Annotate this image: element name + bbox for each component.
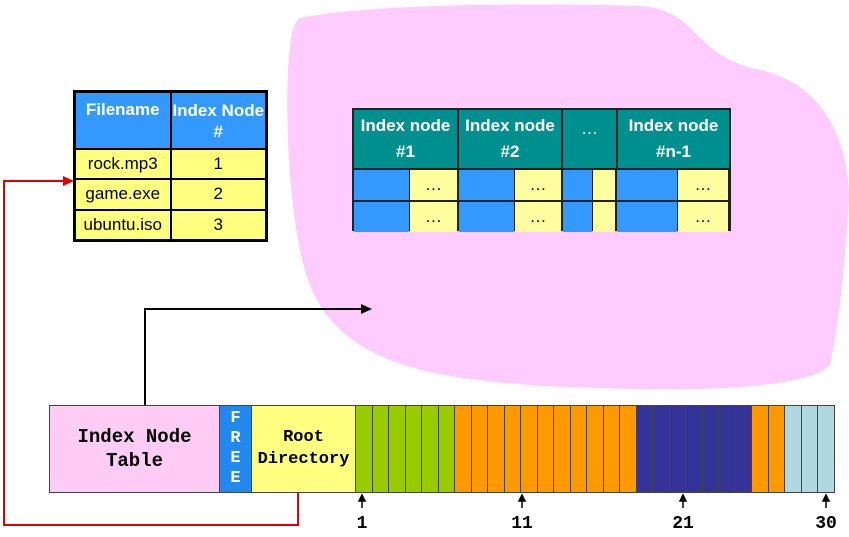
inode-pointer-dots: … (515, 202, 561, 232)
free-letter: R (230, 429, 241, 448)
data-block (455, 406, 472, 492)
directory-inode: 1 (171, 150, 265, 179)
inode-table-segment: Index Node Table (50, 406, 220, 492)
filename-header: Filename (76, 93, 170, 148)
inode-pointer-cell (354, 170, 409, 200)
block-tick-label: 11 (511, 514, 533, 534)
inode-pointer-dots: … (678, 170, 728, 200)
directory-table: Filename Index Node # rock.mp3 1 game.ex… (73, 90, 268, 242)
data-block (405, 406, 423, 492)
data-block (504, 406, 522, 492)
inode-pointer-blank (593, 202, 615, 232)
data-block (488, 406, 505, 492)
data-block (521, 406, 538, 492)
free-letter: F (230, 409, 241, 428)
data-block (653, 406, 670, 492)
data-block (702, 406, 720, 492)
root-directory-arrowhead (63, 176, 74, 186)
data-block (752, 406, 769, 492)
data-block (570, 406, 588, 492)
data-block (620, 406, 637, 492)
inode-pointer-dots: … (410, 202, 457, 232)
directory-filename: game.exe (76, 180, 170, 209)
inode-table-label: Index Node Table (77, 426, 192, 472)
data-block (554, 406, 571, 492)
data-block (719, 406, 736, 492)
inode-header: Index node #1 (354, 110, 457, 168)
data-block (636, 406, 654, 492)
inode-pointer-dots: … (515, 170, 561, 200)
inode-pointer-cell (459, 170, 514, 200)
inode-row: … … … (354, 170, 729, 200)
root-directory-segment: Root Directory (252, 406, 356, 492)
inode-pointer-blank (593, 170, 615, 200)
root-directory-label: Root Directory (257, 428, 350, 469)
inode-pointer-cell (617, 202, 677, 232)
data-block (389, 406, 406, 492)
free-letter: E (230, 469, 241, 488)
inode-row: … … … (354, 202, 729, 232)
inode-pointer-cell (563, 202, 592, 232)
root-directory-link (3, 180, 299, 526)
data-block (372, 406, 390, 492)
inode-area-table: Index node #1 Index node #2 … Index node… (352, 108, 731, 232)
data-block (735, 406, 753, 492)
block-tick-label: 1 (356, 514, 368, 534)
data-block (801, 406, 819, 492)
inode-pointer-cell (459, 202, 514, 232)
directory-inode: 3 (171, 210, 265, 239)
data-block (785, 406, 802, 492)
data-blocks (356, 406, 834, 492)
inode-pointer-dots: … (410, 170, 457, 200)
data-block (603, 406, 621, 492)
data-block (669, 406, 687, 492)
data-block (422, 406, 439, 492)
inode-header-ellipsis: … (563, 110, 616, 168)
directory-filename: ubuntu.iso (76, 210, 170, 239)
inode-table-arrowhead (361, 304, 372, 314)
data-block (537, 406, 555, 492)
inode-header: Index node #2 (459, 110, 561, 168)
inode-pointer-cell (563, 170, 592, 200)
free-segment: F R E E (220, 406, 252, 492)
data-block (587, 406, 604, 492)
inode-number-header: Index Node # (171, 93, 265, 148)
disk-tick-marks (357, 493, 831, 508)
inode-table-arrow (144, 308, 365, 405)
block-tick-label: 21 (672, 514, 694, 534)
data-block (471, 406, 489, 492)
inode-pointer-dots: … (678, 202, 728, 232)
inode-pointer-cell (617, 170, 677, 200)
disk-layout-bar: Index Node Table F R E E Root Directory (49, 405, 835, 493)
inode-header: Index node #n-1 (618, 110, 729, 168)
data-block (768, 406, 786, 492)
data-block (686, 406, 703, 492)
data-block (818, 406, 834, 492)
data-block (356, 406, 373, 492)
directory-filename: rock.mp3 (76, 150, 170, 179)
data-block (438, 406, 456, 492)
block-tick-label: 30 (815, 514, 837, 534)
directory-inode: 2 (171, 180, 265, 209)
free-letter: E (230, 449, 241, 468)
inode-pointer-cell (354, 202, 409, 232)
